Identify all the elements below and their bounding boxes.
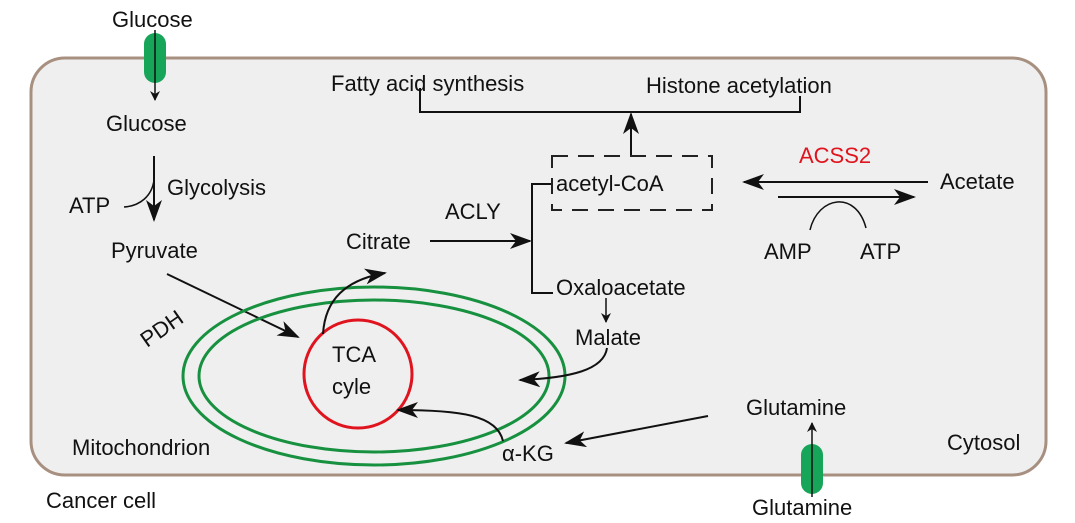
glutamine-inside-label: Glutamine <box>746 395 846 420</box>
glutamine-to-akg-arrow <box>564 415 709 448</box>
mitochondrion-inner-membrane <box>197 298 551 454</box>
akg-to-tca-arrow <box>396 402 504 442</box>
glucose-transporter-icon <box>144 30 166 101</box>
malate-to-tca-arrow <box>518 347 608 388</box>
histone-acetylation-label: Histone acetylation <box>646 73 832 98</box>
tca-to-citrate-arrow <box>322 268 387 335</box>
alpha-kg-label: α-KG <box>502 441 554 466</box>
oxaloacetate-label: Oxaloacetate <box>556 275 686 300</box>
glutamine-transporter-icon <box>801 422 823 497</box>
fatty-acid-synthesis-label: Fatty acid synthesis <box>331 71 524 96</box>
amp-label: AMP <box>764 239 812 264</box>
glycolysis-label: Glycolysis <box>167 175 266 200</box>
mitochondrion-label: Mitochondrion <box>72 435 210 460</box>
acetyl-coa-label: acetyl-CoA <box>556 171 664 196</box>
atp-glycolysis-label: ATP <box>69 193 110 218</box>
malate-label: Malate <box>575 325 641 350</box>
cytosol-label: Cytosol <box>947 430 1020 455</box>
tca-label-line1: TCA <box>332 342 376 367</box>
glutamine-outside-label: Glutamine <box>752 495 852 520</box>
glucose-outside-label: Glucose <box>112 7 193 32</box>
acetyl-coa-box <box>551 155 713 211</box>
glucose-inside-label: Glucose <box>106 111 187 136</box>
tca-cycle-circle <box>302 318 414 430</box>
acly-branch <box>531 183 553 294</box>
acly-label: ACLY <box>445 199 501 224</box>
pyruvate-label: Pyruvate <box>111 238 198 263</box>
atp-glycolysis-curve <box>123 179 155 208</box>
amp-atp-curve <box>809 201 867 231</box>
tca-label-line2: cyle <box>332 374 371 399</box>
atp-acss2-label: ATP <box>860 239 901 264</box>
citrate-label: Citrate <box>346 229 411 254</box>
acetate-label: Acetate <box>940 169 1015 194</box>
acss2-enzyme-label: ACSS2 <box>799 143 871 168</box>
cancer-cell-label: Cancer cell <box>46 488 156 513</box>
fates-bracket <box>419 88 801 113</box>
pdh-arrow <box>166 273 300 338</box>
cell-membrane <box>29 56 1048 477</box>
